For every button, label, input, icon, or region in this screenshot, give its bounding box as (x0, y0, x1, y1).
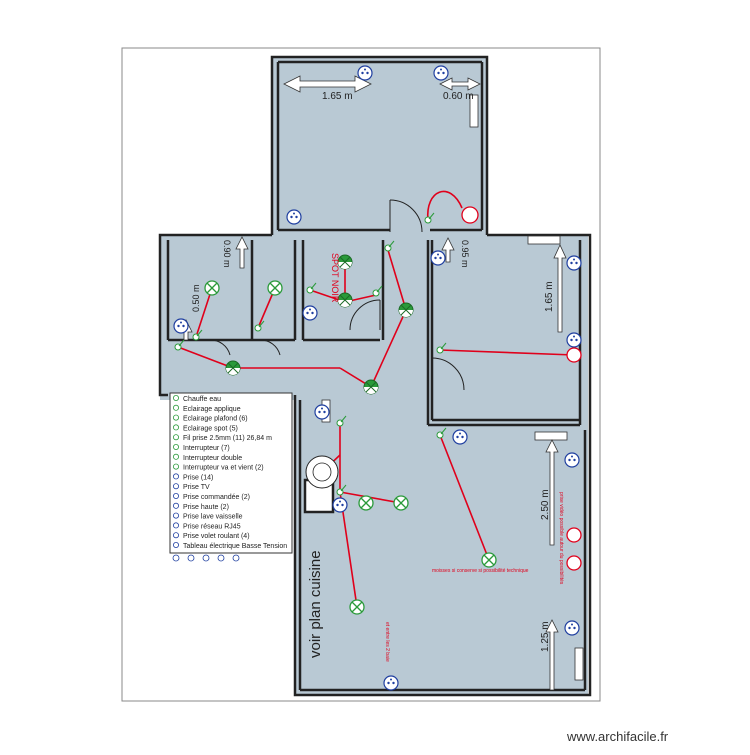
legend-symbol-icon (172, 453, 179, 460)
legend-symbol-icon (172, 542, 179, 549)
small-vertical-note: et entre les 2 baie (384, 622, 390, 662)
legend-item: Chauffe eau (183, 396, 221, 403)
legend-item: Interrupteur double (183, 455, 242, 462)
legend-symbol-icon (172, 394, 179, 401)
legend-symbol-icon (172, 404, 179, 411)
dim-hall: 0.95 m (460, 240, 470, 268)
legend-item: Eclairage applique (183, 406, 241, 413)
legend-item: Prise haute (2) (183, 504, 229, 511)
dim-wc-a: 0.90 m (222, 240, 232, 268)
dim-wc-b: 0.50 m (191, 284, 201, 312)
rooms (160, 57, 588, 695)
legend-item: Interrupteur va et vient (2) (183, 465, 264, 472)
legend-item: Prise réseau RJ45 (183, 523, 241, 530)
legend-symbol-icon (172, 463, 179, 470)
legend-item: Fil prise 2.5mm (11) 26,84 m (183, 435, 272, 442)
moisture-note: moisses si conserve si possibilité techn… (432, 568, 529, 574)
legend-symbol-icon (172, 532, 179, 539)
legend-symbol-icon (172, 473, 179, 480)
controlled-outlets (461, 206, 582, 571)
vertical-note: prise vidéo possible autour du possibili… (558, 492, 564, 585)
kitchen-plan-label: voir plan cuisine (307, 550, 324, 658)
legend-symbol-icon (172, 414, 179, 421)
dim-living-bottom: 1.25 m (540, 621, 551, 652)
legend-item: Prise (14) (183, 474, 213, 481)
legend-item: Prise commandée (2) (183, 494, 250, 501)
legend-symbol-icon (172, 502, 179, 509)
legend-item: Interrupteur (7) (183, 445, 230, 452)
legend-symbol-icon (172, 522, 179, 529)
watermark: www.archifacile.fr (566, 729, 669, 744)
legend-symbol-icon (172, 434, 179, 441)
legend-symbol-icon (172, 424, 179, 431)
legend-symbol-icon (172, 483, 179, 490)
legend-item: Tableau électrique Basse Tension (183, 543, 287, 550)
legend-symbol-icon (172, 512, 179, 519)
legend-item: Prise volet roulant (4) (183, 533, 250, 540)
dim-bedroom-height: 1.65 m (544, 281, 555, 312)
legend-item: Eclairage plafond (6) (183, 416, 248, 423)
legend-item: Eclairage spot (5) (183, 425, 238, 432)
legend-symbol-icon (172, 443, 179, 450)
legend-bottom-symbols (172, 554, 240, 562)
dim-living-height: 2.50 m (540, 489, 551, 520)
doors (209, 199, 465, 391)
legend-symbol-icon (172, 492, 179, 499)
legend-item: Prise lave vaisselle (183, 514, 243, 521)
spot-noir-label: SPOT NOIR (330, 253, 340, 303)
legend-item: Prise TV (183, 484, 210, 491)
dim-top-width: 1.65 m (322, 91, 353, 102)
water-heater (305, 455, 339, 489)
dim-top-right: 0.60 m (443, 91, 474, 102)
